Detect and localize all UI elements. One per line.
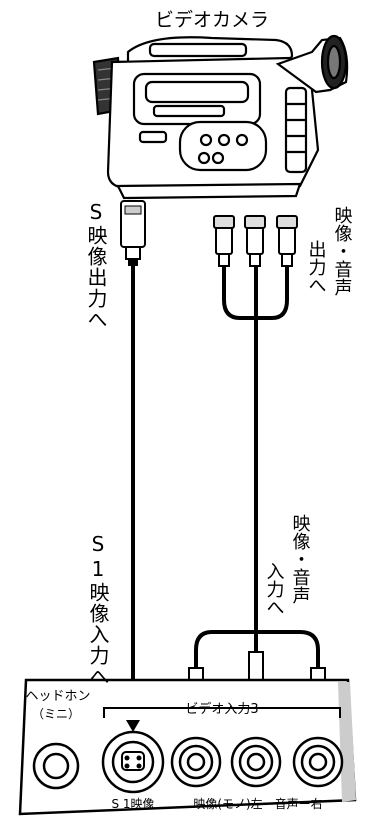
rca-cable-lower-bundle — [194, 630, 320, 668]
av-in-label-line1: 映像・音声 — [290, 514, 311, 604]
camera-button-icon — [235, 133, 249, 147]
video-camera — [92, 34, 349, 200]
s-video-out-label: S映像出力へ — [84, 200, 108, 330]
video-input-3-label: ビデオ入力3 — [185, 701, 258, 717]
av-jacks-label: 映像(モノ)左ー音声ー右 — [193, 796, 322, 811]
av-in-label-line2: 入力へ — [264, 562, 285, 616]
s1-video-jack-icon — [101, 720, 165, 794]
rca-jack-audio-left-icon — [230, 736, 282, 788]
rca-plugs-top — [213, 215, 298, 267]
camera-button-icon — [211, 151, 225, 165]
s1-video-in-label: S1映像入力へ — [86, 532, 110, 687]
s-video-plug-top — [120, 200, 146, 266]
headphone-jack-icon — [32, 742, 80, 790]
s1-video-jack-label: S 1映像 — [111, 797, 154, 811]
camera-title: ビデオカメラ — [155, 9, 269, 31]
camera-button-icon — [199, 133, 213, 147]
headphone-label: ヘッドホン — [25, 689, 90, 704]
rca-cable-upper-bundle — [222, 266, 289, 320]
camera-button-icon — [197, 151, 211, 165]
rca-jack-audio-right-icon — [292, 736, 344, 788]
av-out-label-line1: 映像・音声 — [332, 206, 353, 296]
camera-button-icon — [217, 133, 231, 147]
headphone-sub-label: （ミニ） — [32, 707, 80, 721]
rca-jack-video-icon — [170, 736, 222, 788]
av-out-label-line2: 出力へ — [306, 240, 327, 294]
